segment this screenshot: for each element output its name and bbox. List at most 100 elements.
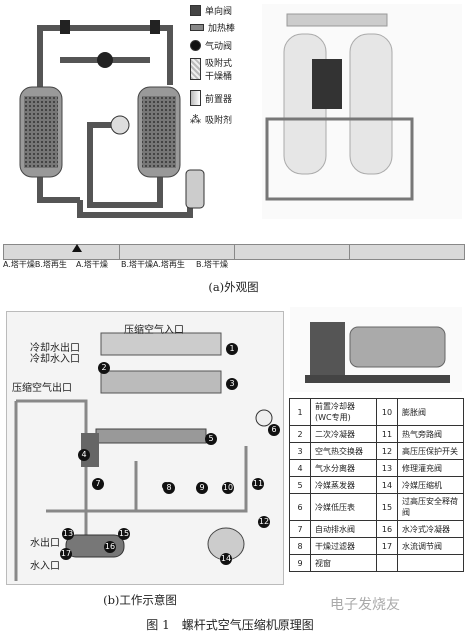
machine-base bbox=[305, 375, 450, 383]
part-name: 水冷式冷凝器 bbox=[397, 520, 464, 538]
dryer-flow-schematic bbox=[19, 20, 205, 218]
marker-4: 4 bbox=[78, 449, 90, 461]
part-name: 空气热交换器 bbox=[310, 442, 377, 460]
pre-filter bbox=[185, 169, 205, 209]
pneumatic-valve bbox=[97, 52, 113, 68]
part-number: 1 bbox=[289, 398, 311, 426]
part-number: 9 bbox=[289, 554, 311, 572]
adsorbent-icon: ⁂ bbox=[190, 113, 201, 126]
refrigerated-dryer-photo bbox=[290, 307, 462, 392]
marker-2: 2 bbox=[98, 362, 110, 374]
part-name: 气水分离器 bbox=[310, 459, 377, 477]
part-name: 自动排水阀 bbox=[310, 520, 377, 538]
label-water-out: 水出口 bbox=[30, 538, 60, 549]
marker-3: 3 bbox=[226, 378, 238, 390]
tower-b bbox=[349, 33, 393, 175]
legend-label: 吸附式干燥桶 bbox=[205, 59, 233, 82]
legend-item: 前置器 bbox=[190, 90, 232, 106]
marker-10: 10 bbox=[222, 482, 234, 494]
part-name: 前置冷却器 (WC专用) bbox=[310, 398, 377, 426]
part-name: 热气旁路阀 bbox=[397, 425, 464, 443]
timeline-marker-icon bbox=[72, 244, 82, 252]
part-name: 冷媒压缩机 bbox=[397, 476, 464, 494]
marker-15: 15 bbox=[118, 528, 130, 540]
part-number: 13 bbox=[376, 459, 398, 477]
legend-label: 加热棒 bbox=[208, 24, 236, 34]
legend-item: 吸附式干燥桶 bbox=[190, 56, 260, 82]
marker-5: 5 bbox=[205, 433, 217, 445]
part-number: 8 bbox=[289, 537, 311, 555]
table-row: 4 气水分离器 13 修理灌充阀 bbox=[289, 459, 464, 477]
right-bottom-pipe bbox=[87, 122, 163, 208]
cycle-timeline bbox=[3, 244, 465, 260]
part-number: 10 bbox=[376, 398, 398, 426]
part-number: 2 bbox=[289, 425, 311, 443]
part-number: 17 bbox=[376, 537, 398, 555]
check-valve-icon bbox=[190, 5, 201, 16]
low-pressure-gauge bbox=[255, 409, 273, 427]
part-number: 6 bbox=[289, 493, 311, 521]
adsorption-dryer-tank-icon bbox=[190, 58, 201, 80]
refrigerant-line bbox=[46, 446, 248, 513]
label-water-in: 水入口 bbox=[30, 561, 60, 572]
part-number: 14 bbox=[376, 476, 398, 494]
marker-12: 12 bbox=[258, 516, 270, 528]
part-name bbox=[397, 554, 464, 572]
left-bottom-pipe bbox=[37, 175, 80, 203]
watermark: 电子发烧友 bbox=[330, 597, 400, 613]
table-row: 8 干燥过滤器 17 水流调节阀 bbox=[289, 537, 464, 555]
legend-label: 吸附剂 bbox=[205, 116, 233, 126]
top-pipe bbox=[37, 25, 173, 90]
part-number: 7 bbox=[289, 520, 311, 538]
marker-11: 11 bbox=[252, 478, 264, 490]
label-compressed-air-in: 压缩空气入口 bbox=[124, 325, 184, 336]
part-name: 高压压保护开关 bbox=[397, 442, 464, 460]
part-number: 5 bbox=[289, 476, 311, 494]
pre-cooler bbox=[100, 332, 222, 356]
part-name: 水流调节阀 bbox=[397, 537, 464, 555]
figure-title: 图 1 螺杆式空气压缩机原理图 bbox=[146, 618, 314, 632]
label-compressed-air-out: 压缩空气出口 bbox=[12, 383, 72, 394]
part-name: 冷媒蒸发器 bbox=[310, 476, 377, 494]
control-panel bbox=[312, 59, 342, 109]
table-row: 2 二次冷凝器 11 热气旁路阀 bbox=[289, 425, 464, 443]
table-row: 5 冷媒蒸发器 14 冷媒压缩机 bbox=[289, 476, 464, 494]
marker-17: 17 bbox=[60, 548, 72, 560]
part-number: 4 bbox=[289, 459, 311, 477]
label-cooling-water-out: 冷却水出口 bbox=[30, 343, 80, 354]
pneumatic-valve-icon bbox=[190, 40, 201, 51]
check-valve bbox=[150, 20, 160, 34]
heater-rod-icon bbox=[190, 24, 204, 31]
part-number: 12 bbox=[376, 442, 398, 460]
outer-pipe bbox=[16, 399, 106, 553]
legend-label: 单向阀 bbox=[205, 7, 233, 17]
timeline-segment bbox=[4, 245, 120, 259]
marker-13: 13 bbox=[62, 528, 74, 540]
marker-1: 1 bbox=[226, 343, 238, 355]
top-manifold bbox=[286, 13, 388, 27]
part-name: 修理灌充阀 bbox=[397, 459, 464, 477]
marker-7: 7 bbox=[92, 478, 104, 490]
legend-item: 加热棒 bbox=[190, 21, 235, 34]
dryer-product-photo bbox=[262, 4, 462, 219]
part-name: 膨胀阀 bbox=[397, 398, 464, 426]
timeline-segment bbox=[234, 245, 350, 259]
part-number: 3 bbox=[289, 442, 311, 460]
working-schematic bbox=[14, 332, 273, 581]
timeline-label: B.塔干燥 bbox=[196, 260, 229, 269]
table-row: 3 空气热交换器 12 高压压保护开关 bbox=[289, 442, 464, 460]
marker-16: 16 bbox=[104, 541, 116, 553]
adsorbent-bed-a bbox=[24, 96, 58, 168]
part-name: 二次冷凝器 bbox=[310, 425, 377, 443]
part-name: 过高压安全释荷阀 bbox=[397, 493, 464, 521]
marker-8: 8 bbox=[163, 482, 175, 494]
legend-item: 单向阀 bbox=[190, 4, 232, 17]
table-row: 7 自动排水阀 16 水冷式冷凝器 bbox=[289, 520, 464, 538]
table-row: 6 冷媒低压表 15 过高压安全释荷阀 bbox=[289, 493, 464, 521]
label-cooling-water-in: 冷却水入口 bbox=[30, 354, 80, 365]
part-name: 视窗 bbox=[310, 554, 377, 572]
part-number: 16 bbox=[376, 520, 398, 538]
timeline-segment bbox=[119, 245, 235, 259]
legend-label: 前置器 bbox=[205, 94, 233, 105]
table-row: 1 前置冷却器 (WC专用) 10 膨胀阀 bbox=[289, 398, 464, 426]
